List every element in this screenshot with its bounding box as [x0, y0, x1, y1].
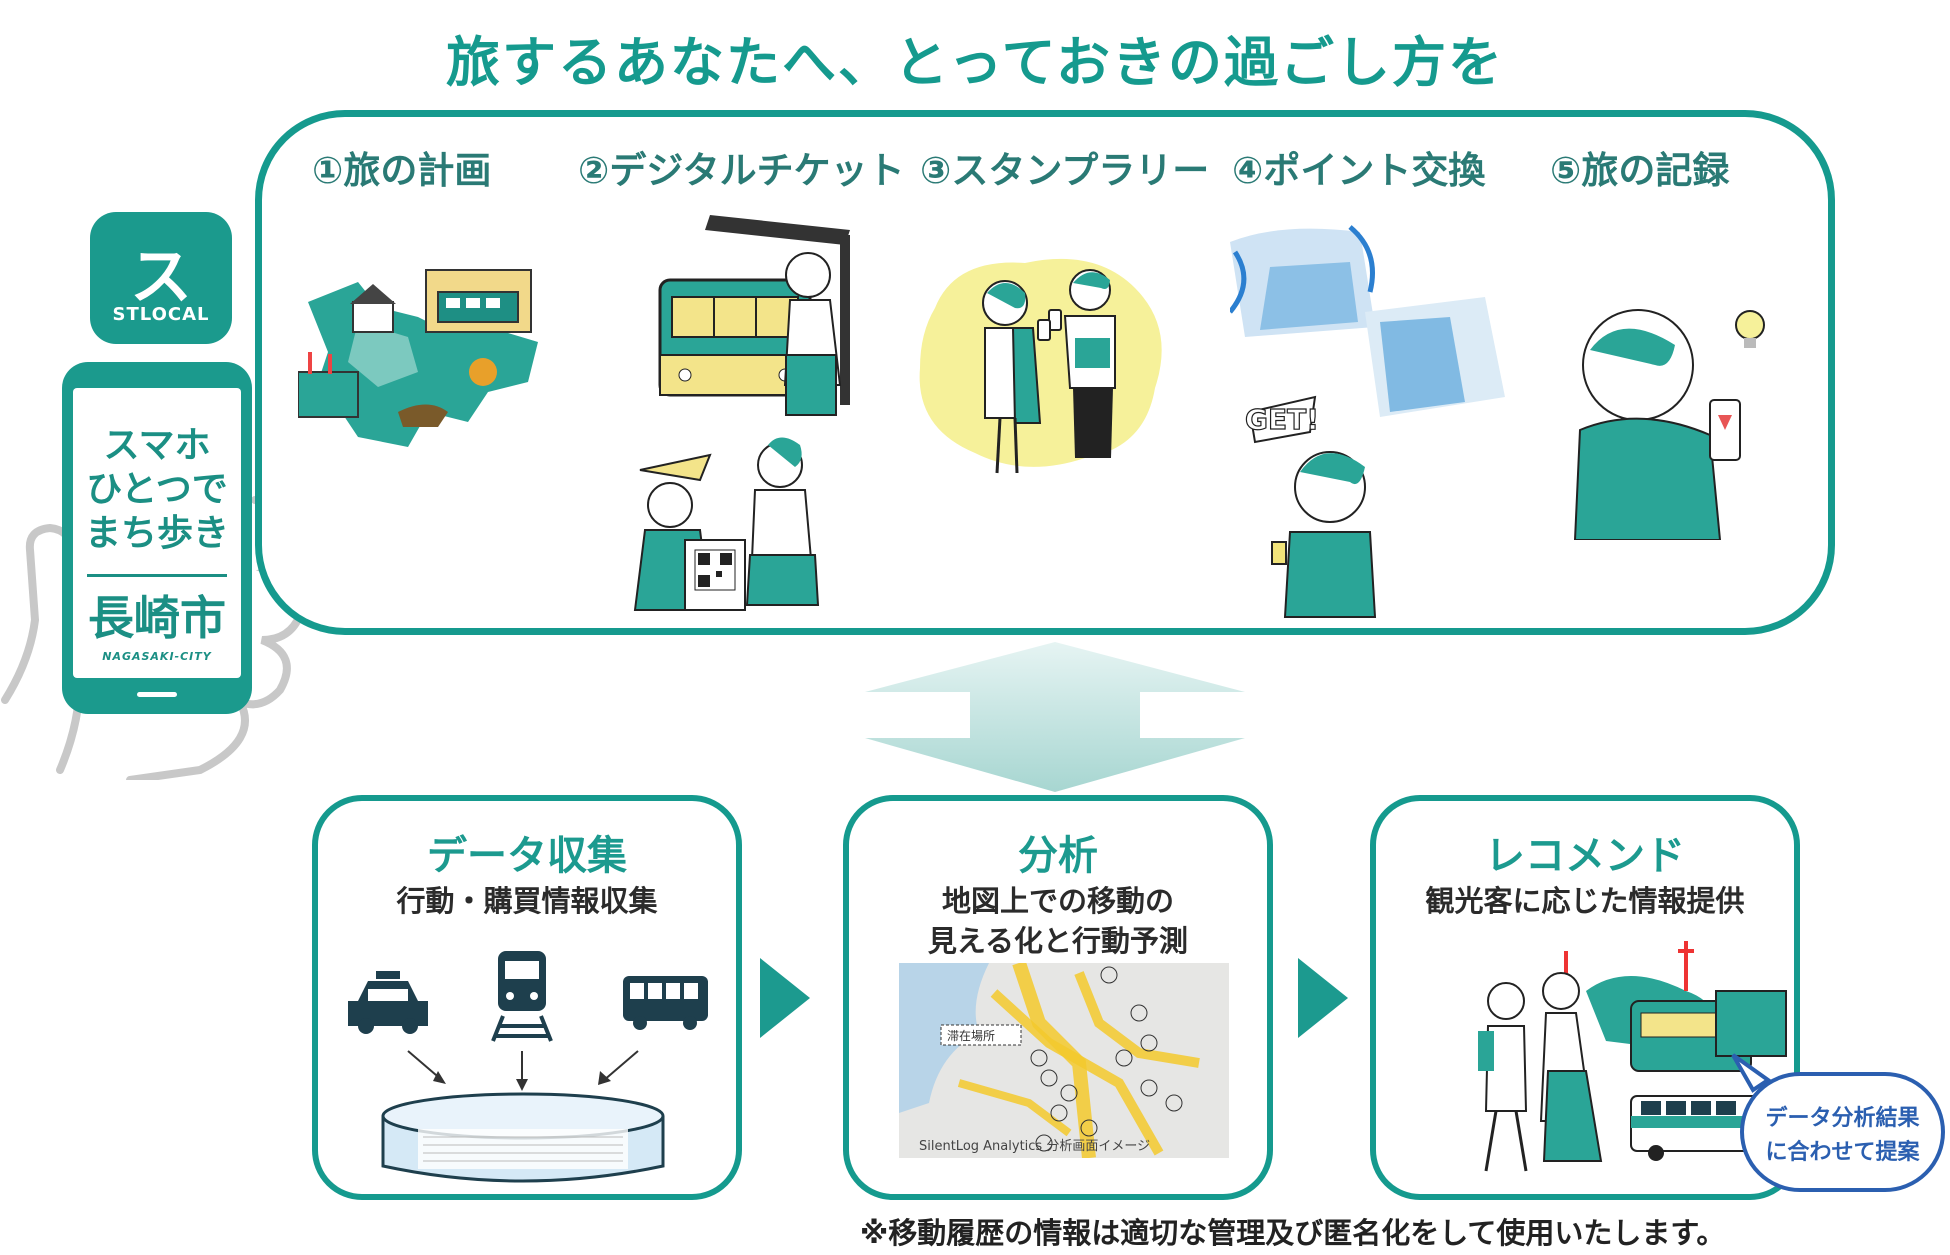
flow-arrow-2: [1298, 958, 1348, 1038]
two-way-arrow: [865, 642, 1245, 792]
travel-record-illustration: [1573, 309, 1765, 540]
bubble-line2: に合わせて提案: [1765, 1140, 1920, 1165]
phone-slogan-line2: ひとつで: [86, 469, 228, 510]
recommend-title: レコメンド: [1485, 833, 1685, 879]
phone-slogan: スマホ ひとつで まち歩き: [73, 424, 241, 556]
data-collection-diagram: [348, 951, 708, 1183]
phone-device: スマホ ひとつで まち歩き 長崎市 NAGASAKI-CITY: [62, 362, 252, 714]
phone-slogan-line3: まち歩き: [84, 513, 229, 554]
analysis-subtitle-line2: 見える化と行動予測: [927, 924, 1189, 958]
step-label-1: ①旅の計画: [312, 149, 492, 192]
phone-screen: スマホ ひとつで まち歩き 長崎市 NAGASAKI-CITY: [73, 388, 241, 678]
map-stay-place-label: 滞在場所: [947, 1029, 996, 1043]
phone-divider: [87, 574, 227, 577]
phone-city-english: NAGASAKI-CITY: [102, 650, 212, 663]
data-collection-subtitle: 行動・購買情報収集: [396, 884, 658, 918]
stamp-rally-illustration: [919, 258, 1162, 474]
recommend-box: レコメンド 観光客に応じた情報提供: [1370, 795, 1800, 1200]
database-icon: [381, 1092, 665, 1183]
map-caption: SilentLog Analytics 分析画面イメージ: [919, 1139, 1151, 1154]
trip-planning-map-illustration: [298, 269, 538, 447]
digital-ticket-illustration: [633, 215, 850, 611]
app-name: STLOCAL: [112, 304, 210, 325]
step-label-5: ⑤旅の記録: [1550, 149, 1730, 192]
phone-city-name: 長崎市: [88, 591, 226, 645]
analysis-box: 分析 地図上での移動の 見える化と行動予測 滞在場所 SilentLog Ana…: [843, 795, 1273, 1200]
flow-arrow-1: [760, 958, 810, 1038]
app-glyph: ス: [129, 240, 192, 313]
recommend-subtitle: 観光客に応じた情報提供: [1425, 884, 1745, 918]
analysis-subtitle: 地図上での移動の 見える化と行動予測: [849, 881, 1267, 961]
bubble-line1: データ分析結果: [1765, 1106, 1920, 1131]
data-collection-box: データ収集 行動・購買情報収集: [312, 795, 742, 1200]
step-label-3: ③スタンプラリー: [920, 149, 1210, 192]
get-exclamation: GET!: [1245, 403, 1319, 436]
page-title: 旅するあなたへ、とっておきの過ごし方を: [445, 31, 1505, 94]
phone-home-bar: [137, 692, 177, 697]
phone-slogan-line1: スマホ: [103, 425, 211, 466]
stlocal-app-icon: ス STLOCAL: [90, 212, 232, 344]
recommendation-bubble: データ分析結果 に合わせて提案: [1740, 1072, 1945, 1192]
step-label-2: ②デジタルチケット: [578, 149, 905, 192]
data-collection-title: データ収集: [427, 833, 627, 879]
point-exchange-illustration: GET!: [1230, 225, 1505, 618]
bus-icon: [623, 976, 708, 1030]
analysis-title: 分析: [1018, 833, 1098, 879]
step-label-4: ④ポイント交換: [1232, 149, 1486, 192]
analysis-subtitle-line1: 地図上での移動の: [941, 884, 1174, 918]
privacy-footnote: ※移動履歴の情報は適切な管理及び匿名化をして使用いたします。: [860, 1216, 1726, 1250]
analysis-map: 滞在場所 SilentLog Analytics 分析画面イメージ: [899, 963, 1229, 1158]
taxi-icon: [348, 971, 428, 1034]
train-icon: [491, 951, 553, 1042]
